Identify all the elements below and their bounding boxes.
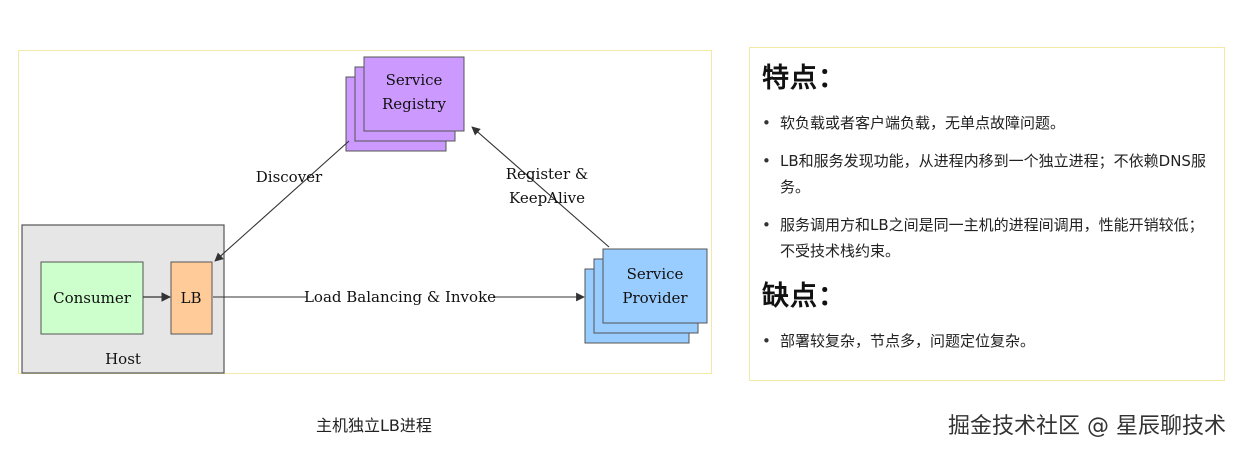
- list-item: • 部署较复杂，节点多，问题定位复杂。: [762, 328, 1214, 354]
- cons-item-text: 部署较复杂，节点多，问题定位复杂。: [780, 332, 1036, 350]
- diagram-canvas: Host Consumer LB Service Registry Servic…: [21, 56, 708, 374]
- discover-arrow: [214, 140, 350, 262]
- consumer-label: Consumer: [53, 289, 132, 307]
- pros-item-text: 服务调用方和LB之间是同一主机的进程间调用，性能开销较低；不受技术栈约束。: [780, 216, 1204, 260]
- invoke-label-bg: [307, 287, 493, 307]
- cons-list: • 部署较复杂，节点多，问题定位复杂。: [762, 328, 1214, 354]
- list-item: • 服务调用方和LB之间是同一主机的进程间调用，性能开销较低；不受技术栈约束。: [762, 212, 1214, 264]
- watermark: 掘金技术社区 @ 星辰聊技术: [948, 414, 1226, 439]
- list-item: • LB和服务发现功能，从进程内移到一个独立进程；不依赖DNS服务。: [762, 148, 1214, 200]
- pros-item-text: LB和服务发现功能，从进程内移到一个独立进程；不依赖DNS服务。: [780, 152, 1206, 196]
- register-arrow: [471, 126, 610, 248]
- lb-box: [170, 261, 213, 335]
- register-label-1: Register &: [506, 165, 588, 183]
- service-registry-label-1: Service: [386, 71, 443, 89]
- bullet-icon: •: [762, 152, 771, 170]
- pros-list: • 软负载或者客户端负载，无单点故障问题。 • LB和服务发现功能，从进程内移到一个…: [762, 110, 1214, 264]
- list-item: • 软负载或者客户端负载，无单点故障问题。: [762, 110, 1214, 136]
- architecture-diagram: Host Consumer LB Service Registry Servic…: [18, 50, 712, 374]
- consumer-box: [40, 261, 144, 335]
- bullet-icon: •: [762, 216, 771, 234]
- service-registry-label-2: Registry: [382, 95, 446, 113]
- diagram-caption: 主机独立LB进程: [316, 416, 432, 435]
- service-registry-node: Service Registry: [345, 56, 465, 152]
- register-label-2: KeepAlive: [509, 189, 585, 207]
- service-provider-label-2: Provider: [622, 289, 688, 307]
- bullet-icon: •: [762, 332, 771, 350]
- cons-title: 缺点：: [762, 281, 846, 312]
- pros-title: 特点：: [762, 63, 846, 94]
- lb-label: LB: [181, 289, 202, 307]
- invoke-label: Load Balancing & Invoke: [304, 288, 496, 306]
- host-label: Host: [105, 350, 141, 368]
- service-provider-node: Service Provider: [584, 248, 708, 344]
- bullet-icon: •: [762, 114, 771, 132]
- features-panel: 特点： • 软负载或者客户端负载，无单点故障问题。 • LB和服务发现功能，从进程内…: [749, 47, 1225, 381]
- service-provider-label-1: Service: [627, 265, 684, 283]
- discover-label: Discover: [256, 168, 323, 186]
- pros-item-text: 软负载或者客户端负载，无单点故障问题。: [780, 114, 1066, 132]
